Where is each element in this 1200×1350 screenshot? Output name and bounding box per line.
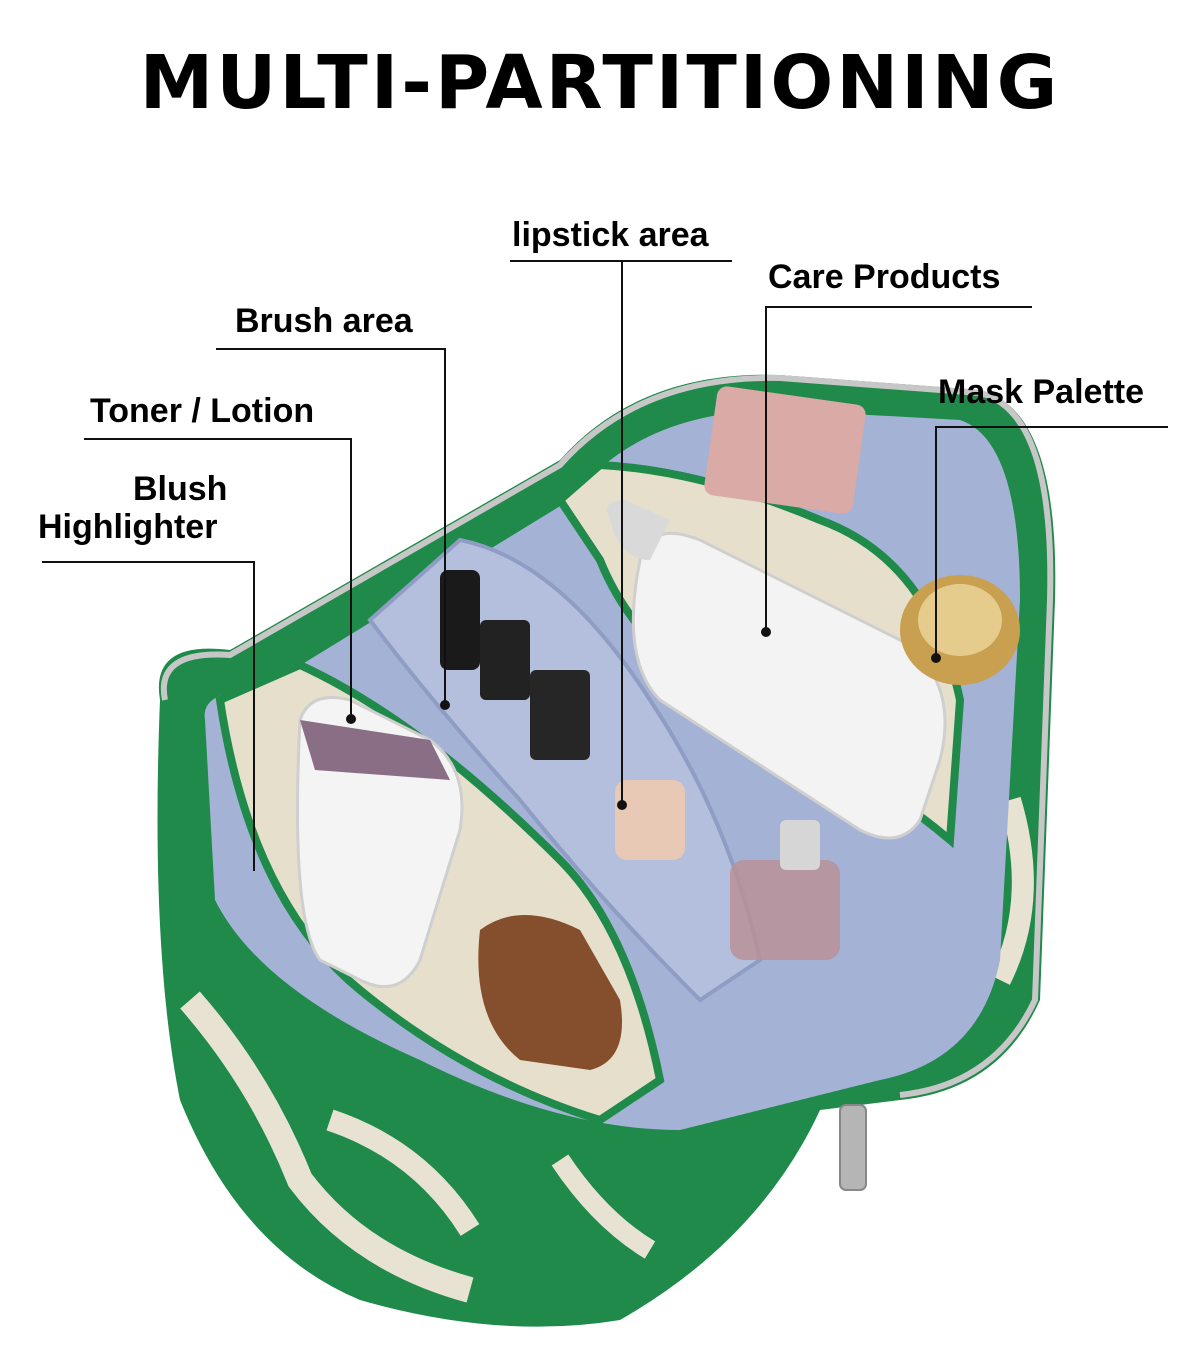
callout-line [765, 306, 1032, 308]
callout-line [216, 348, 446, 350]
polish-black [480, 620, 530, 700]
bag-pattern [180, 991, 474, 1303]
care-bottle [631, 531, 947, 840]
label-lipstick-area: lipstick area [512, 216, 709, 254]
zipper-pull [839, 1104, 867, 1191]
callout-dot [617, 800, 627, 810]
callout-line [84, 438, 352, 440]
callout-line [935, 426, 937, 658]
bag-zipper [160, 374, 1054, 1098]
callout-line [935, 426, 1168, 428]
callout-line [444, 348, 446, 704]
lipstick-nude [615, 780, 685, 860]
label-mask-palette: Mask Palette [938, 373, 1144, 411]
callout-line [253, 561, 255, 871]
callout-line [765, 306, 767, 632]
label-care-products: Care Products [768, 258, 1001, 296]
lipstick-black [440, 570, 480, 670]
page-title: MULTI-PARTITIONING [139, 40, 1061, 126]
bag-pattern [551, 1154, 656, 1259]
callout-line [350, 438, 352, 718]
label-highlighter: Highlighter [38, 508, 218, 546]
label-blush: Blush [133, 470, 228, 508]
label-toner-lotion: Toner / Lotion [90, 392, 315, 430]
perfume-bottle [730, 860, 840, 960]
bag-pattern [990, 796, 1034, 985]
bag-pattern [326, 1109, 480, 1236]
callout-dot [440, 700, 450, 710]
callout-dot [931, 653, 941, 663]
amber-bottle [478, 915, 622, 1070]
mask-palette-box [704, 386, 866, 514]
callout-dot [346, 714, 356, 724]
callout-line [621, 260, 623, 805]
label-brush-area: Brush area [235, 302, 413, 340]
callout-line [42, 561, 255, 563]
polish-black [530, 670, 590, 760]
callout-dot [761, 627, 771, 637]
